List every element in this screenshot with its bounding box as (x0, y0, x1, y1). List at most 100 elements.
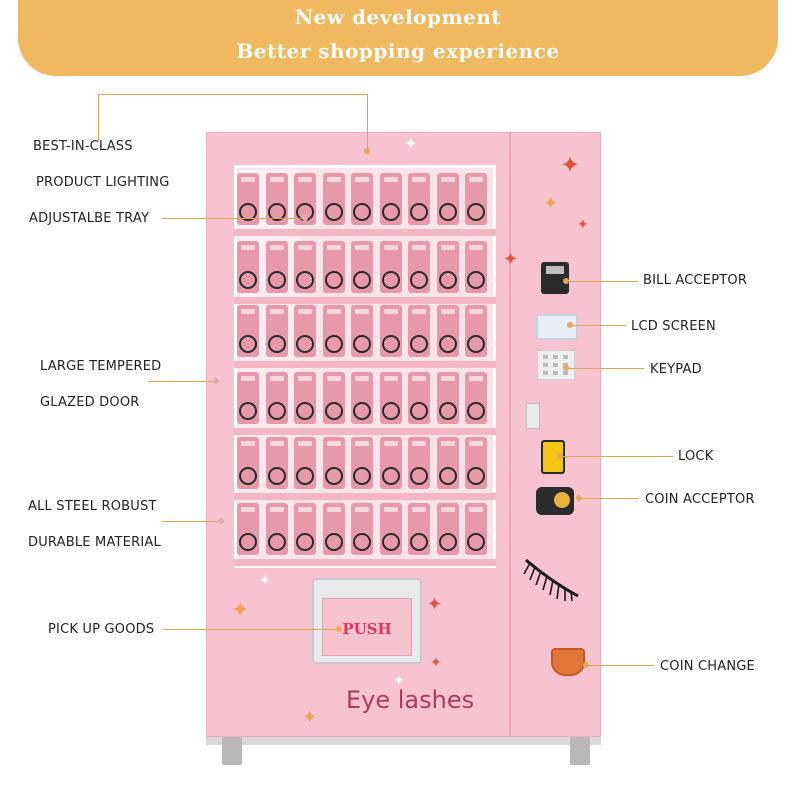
eyelash-case-icon (324, 271, 343, 289)
eyelash-case-icon (381, 271, 400, 289)
callout-line (581, 498, 639, 499)
sparkle-icon: ✦ (302, 707, 318, 728)
eyelash-case-icon (353, 533, 371, 551)
callout-line (162, 218, 305, 219)
callout-dot (336, 626, 342, 632)
eyelash-case-icon (467, 402, 485, 420)
eyelash-case-icon (267, 271, 286, 289)
label-adjustable-tray: ADJUSTALBE TRAY (29, 211, 150, 226)
callout-line (148, 381, 215, 382)
eyelash-case-icon (239, 402, 257, 420)
callout-dot (213, 378, 219, 384)
eyelash-case-icon (353, 467, 371, 485)
sparkle-icon: ✦ (427, 594, 443, 615)
sparkle-icon: ✦ (393, 673, 405, 689)
callout-line (562, 456, 673, 457)
eyelash-icon (523, 558, 579, 602)
callout-line (588, 665, 654, 666)
sparkle-icon: ✦ (231, 598, 250, 623)
eyelash-case-icon (239, 203, 257, 221)
callout-dot (567, 322, 573, 328)
callout-dot (302, 215, 308, 221)
eyelash-case-icon (239, 271, 257, 289)
eyelash-case-icon (267, 335, 286, 353)
callout-dot (364, 148, 370, 154)
eyelash-case-icon (239, 335, 257, 353)
eyelash-case-icon (410, 467, 428, 485)
label-product-lighting: PRODUCT LIGHTING (36, 175, 170, 190)
banner-subtitle: Better shopping experience (236, 39, 560, 63)
eyelash-case-icon (467, 271, 485, 289)
eyelash-case-icon (410, 271, 428, 289)
label-pick-up-goods: PICK UP GOODS (48, 622, 155, 637)
callout-line (98, 94, 368, 95)
eyelash-case-icon (324, 533, 343, 551)
eyelash-case-icon (410, 402, 428, 420)
sparkle-icon: ✦ (543, 193, 559, 214)
eyelash-case-icon (438, 271, 457, 289)
eyelash-case-icon (239, 467, 257, 485)
keypad-icon[interactable] (537, 350, 575, 380)
lock-icon[interactable] (541, 440, 565, 474)
keypad-keys-icon (543, 355, 568, 375)
eyelash-case-icon (324, 203, 343, 221)
label-lcd-screen: LCD SCREEN (631, 319, 716, 334)
eyelash-case-icon (438, 402, 457, 420)
eyelash-case-icon (410, 203, 428, 221)
eyelash-case-icon (353, 335, 371, 353)
eyelash-case-icon (438, 335, 457, 353)
tray-shelf (234, 493, 496, 500)
callout-dot (218, 518, 224, 524)
eyelash-case-icon (324, 402, 343, 420)
header-banner: New development Better shopping experien… (18, 0, 778, 76)
callout-line (162, 521, 220, 522)
coin-acceptor-icon[interactable] (536, 487, 574, 515)
eyelash-case-icon (324, 335, 343, 353)
sparkle-icon: ✦ (430, 655, 442, 671)
callout-line (572, 325, 626, 326)
eyelash-case-icon (267, 203, 286, 221)
tray-shelf (234, 297, 496, 304)
tray-shelf (234, 559, 496, 566)
label-all-steel: ALL STEEL ROBUST (28, 499, 157, 514)
callout-dot (583, 662, 589, 668)
banner-title: New development (294, 5, 502, 29)
door-divider (509, 132, 511, 737)
label-glazed-door: GLAZED DOOR (40, 395, 140, 410)
label-bill-acceptor: BILL ACCEPTOR (643, 273, 748, 288)
sparkle-icon: ✦ (503, 249, 519, 270)
eyelash-case-icon (467, 467, 485, 485)
brand-text: Eye lashes (346, 686, 475, 714)
label-large-tempered: LARGE TEMPERED (40, 359, 162, 374)
label-durable: DURABLE MATERIAL (28, 535, 161, 550)
tray-shelf (234, 428, 496, 435)
label-coin-change: COIN CHANGE (660, 659, 755, 674)
eyelash-case-icon (296, 335, 314, 353)
eyelash-case-icon (296, 467, 314, 485)
eyelash-case-icon (267, 533, 286, 551)
callout-dot (557, 453, 563, 459)
eyelash-case-icon (381, 335, 400, 353)
eyelash-case-icon (467, 533, 485, 551)
eyelash-case-icon (410, 533, 428, 551)
eyelash-case-icon (296, 271, 314, 289)
coin-change-icon[interactable] (551, 648, 585, 676)
push-label: PUSH (342, 620, 392, 638)
eyelash-case-icon (353, 402, 371, 420)
sparkle-icon: ✦ (259, 573, 271, 589)
label-best-in-class: BEST-IN-CLASS (33, 139, 133, 154)
callout-dot (563, 365, 569, 371)
callout-line (568, 368, 644, 369)
eyelash-case-icon (410, 335, 428, 353)
callout-line (98, 94, 99, 141)
eyelash-case-icon (324, 467, 343, 485)
foot-right (570, 737, 590, 765)
tray-shelf (234, 229, 496, 236)
eyelash-case-icon (467, 203, 485, 221)
eyelash-case-icon (353, 271, 371, 289)
tray-shelf (234, 361, 496, 368)
eyelash-case-icon (239, 533, 257, 551)
eyelash-case-icon (381, 533, 400, 551)
eyelash-case-icon (381, 203, 400, 221)
label-keypad: KEYPAD (650, 362, 702, 377)
